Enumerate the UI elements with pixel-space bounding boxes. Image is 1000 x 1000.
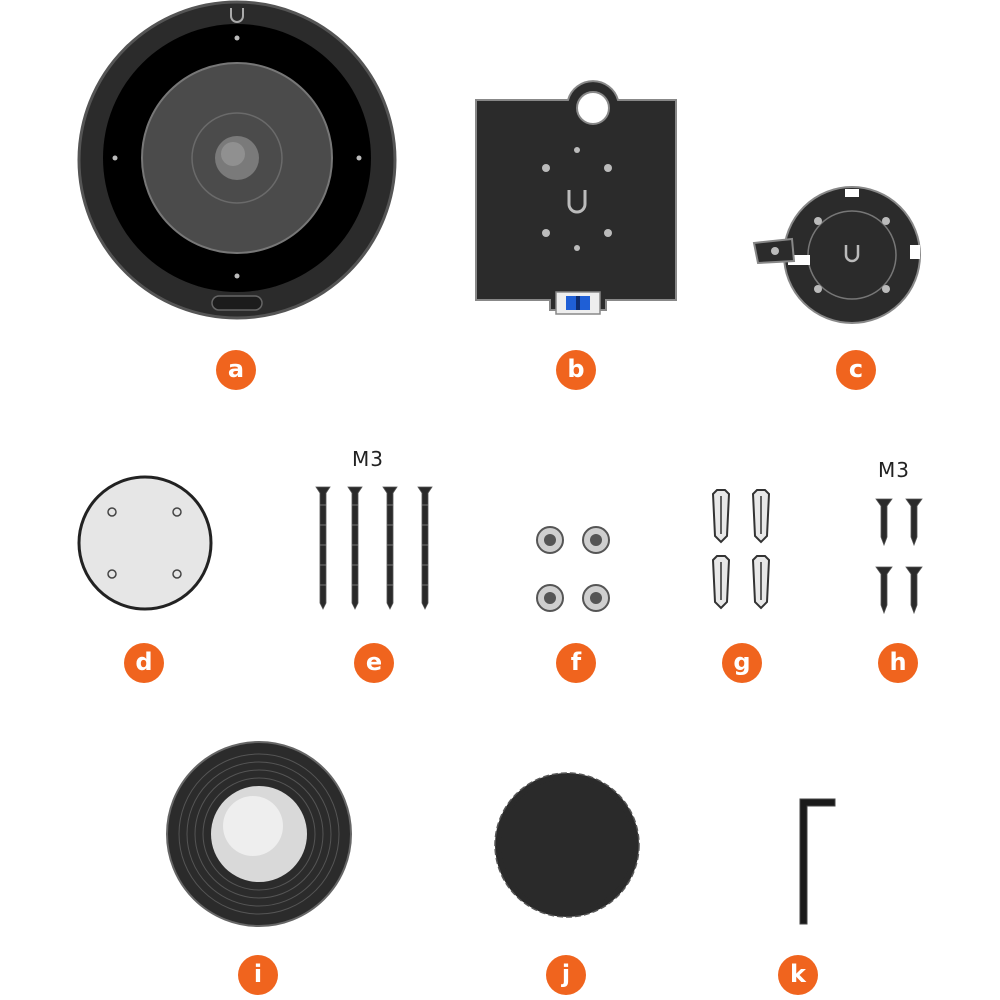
wall-anchors-icon — [705, 488, 780, 613]
hex-key-icon — [795, 796, 840, 926]
item-badge-k: k — [778, 955, 818, 995]
nuts-icon — [530, 520, 620, 620]
mounting-plate-icon — [468, 78, 683, 323]
item-badge-f: f — [556, 643, 596, 683]
item-badge-g: g — [722, 643, 762, 683]
item-badge-h: h — [878, 643, 918, 683]
mount-bracket-icon — [750, 185, 930, 330]
size-label-h: M3 — [878, 458, 910, 482]
item-badge-j: j — [546, 955, 586, 995]
adhesive-disc-icon — [75, 473, 215, 613]
lens-cover-icon — [163, 738, 355, 930]
item-badge-i: i — [238, 955, 278, 995]
item-badge-c: c — [836, 350, 876, 390]
long-screws-icon — [310, 485, 440, 615]
size-label-e: M3 — [352, 447, 384, 471]
short-screws-icon — [870, 497, 930, 617]
item-badge-d: d — [124, 643, 164, 683]
item-badge-a: a — [216, 350, 256, 390]
camera-icon — [75, 0, 400, 325]
item-badge-e: e — [354, 643, 394, 683]
gear-cap-icon — [487, 765, 647, 925]
item-badge-b: b — [556, 350, 596, 390]
